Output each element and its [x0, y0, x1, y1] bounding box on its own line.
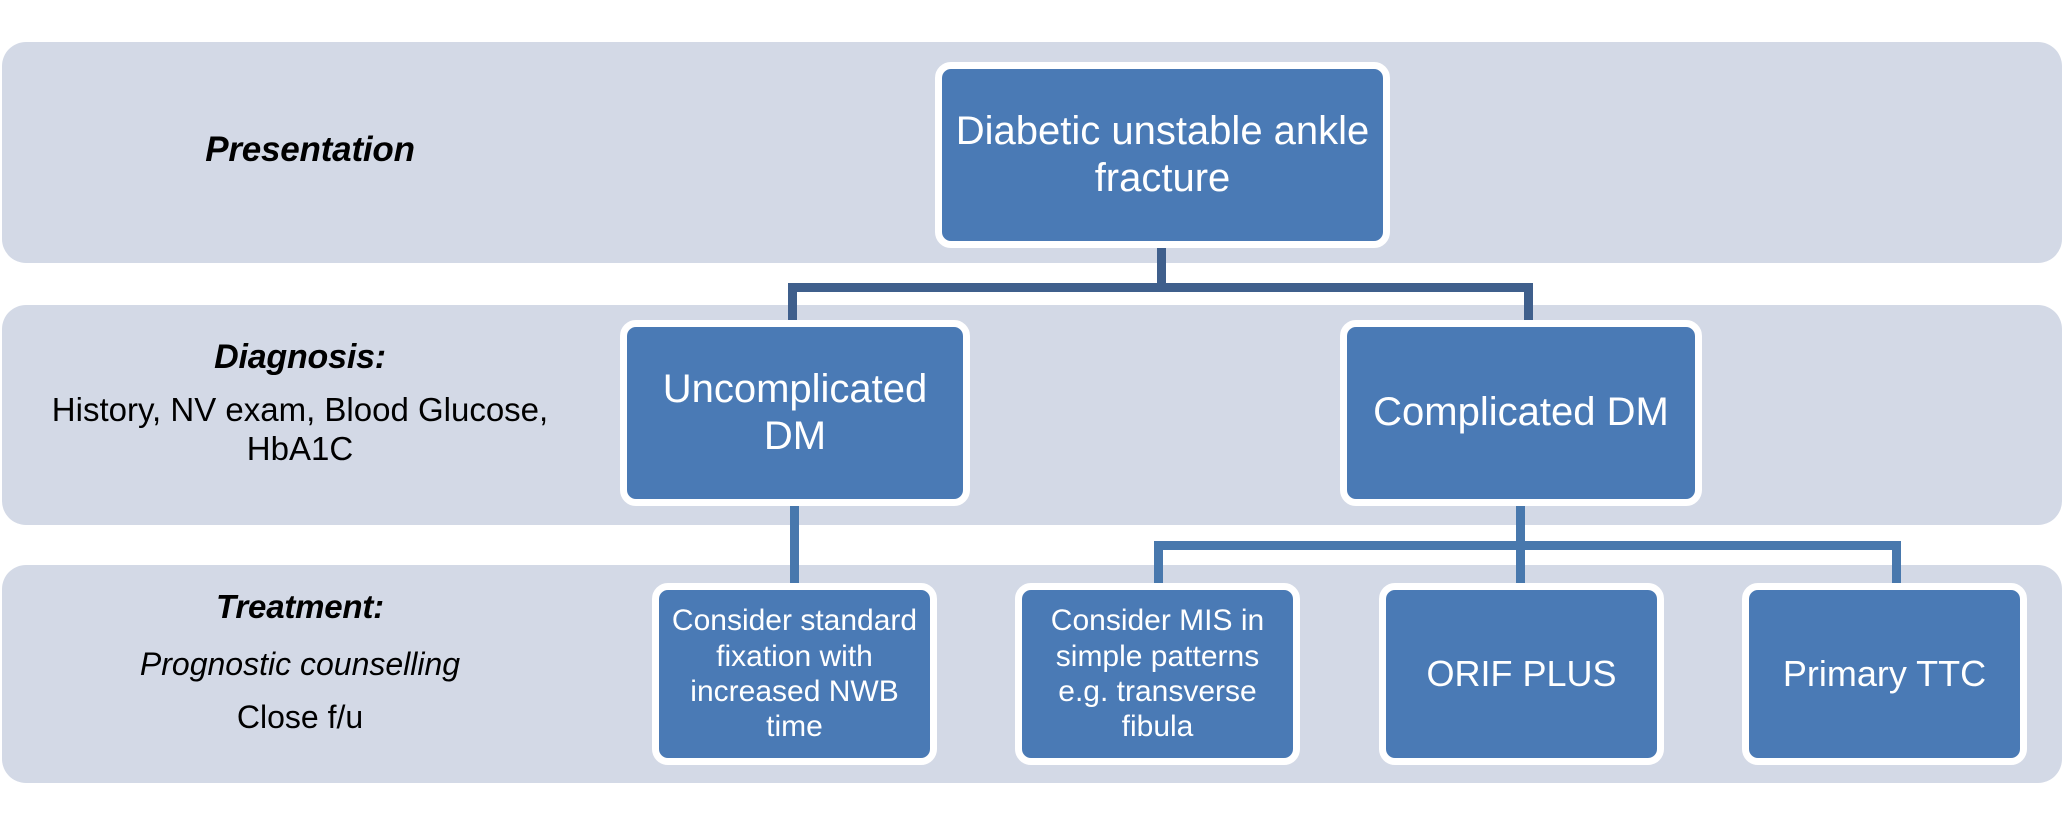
node-root-label: Diabetic unstable ankle fracture — [955, 108, 1370, 200]
node-root[interactable]: Diabetic unstable ankle fracture — [935, 62, 1390, 248]
connector-to-mis — [1154, 541, 1163, 590]
row-label-presentation: Presentation — [120, 130, 500, 171]
connector-to-orif — [1516, 541, 1525, 590]
node-consider-mis[interactable]: Consider MIS in simple patterns e.g. tra… — [1015, 583, 1300, 765]
node-primary-ttc-label: Primary TTC — [1782, 652, 1987, 694]
connector-to-uncomplicated — [788, 283, 797, 328]
row-label-presentation-title: Presentation — [205, 130, 415, 169]
row-label-treatment-detail-italic: Prognostic counselling — [139, 646, 461, 683]
connector-to-complicated — [1524, 283, 1533, 328]
connector-complicated-stem — [1516, 505, 1525, 550]
row-label-diagnosis-detail: History, NV exam, Blood Glucose, HbA1C — [51, 391, 549, 467]
row-label-diagnosis: Diagnosis: History, NV exam, Blood Gluco… — [20, 338, 580, 468]
row-label-diagnosis-title: Diagnosis: — [214, 338, 386, 376]
row-label-treatment-title: Treatment: — [216, 588, 384, 625]
node-orif-plus-label: ORIF PLUS — [1426, 652, 1617, 694]
connector-uncomplicated-stem — [790, 505, 799, 590]
connector-root-horizontal — [788, 283, 1533, 292]
node-complicated-dm-label: Complicated DM — [1373, 390, 1669, 435]
row-label-treatment: Treatment: Prognostic counselling Close … — [60, 588, 540, 736]
node-consider-mis-label: Consider MIS in simple patterns e.g. tra… — [1050, 604, 1265, 744]
node-complicated-dm[interactable]: Complicated DM — [1340, 320, 1702, 506]
connector-to-ttc — [1892, 541, 1901, 590]
row-label-treatment-detail: Close f/u — [236, 699, 364, 736]
node-primary-ttc[interactable]: Primary TTC — [1742, 583, 2027, 765]
node-consider-standard-fixation-label: Consider standard fixation with increase… — [671, 604, 918, 744]
connector-root-stem — [1157, 248, 1166, 290]
node-uncomplicated-dm[interactable]: Uncomplicated DM — [620, 320, 970, 506]
node-consider-standard-fixation[interactable]: Consider standard fixation with increase… — [652, 583, 937, 765]
connector-complicated-horizontal — [1154, 541, 1901, 550]
band-diagnosis — [2, 305, 2062, 525]
node-uncomplicated-dm-label: Uncomplicated DM — [662, 366, 928, 458]
node-orif-plus[interactable]: ORIF PLUS — [1379, 583, 1664, 765]
